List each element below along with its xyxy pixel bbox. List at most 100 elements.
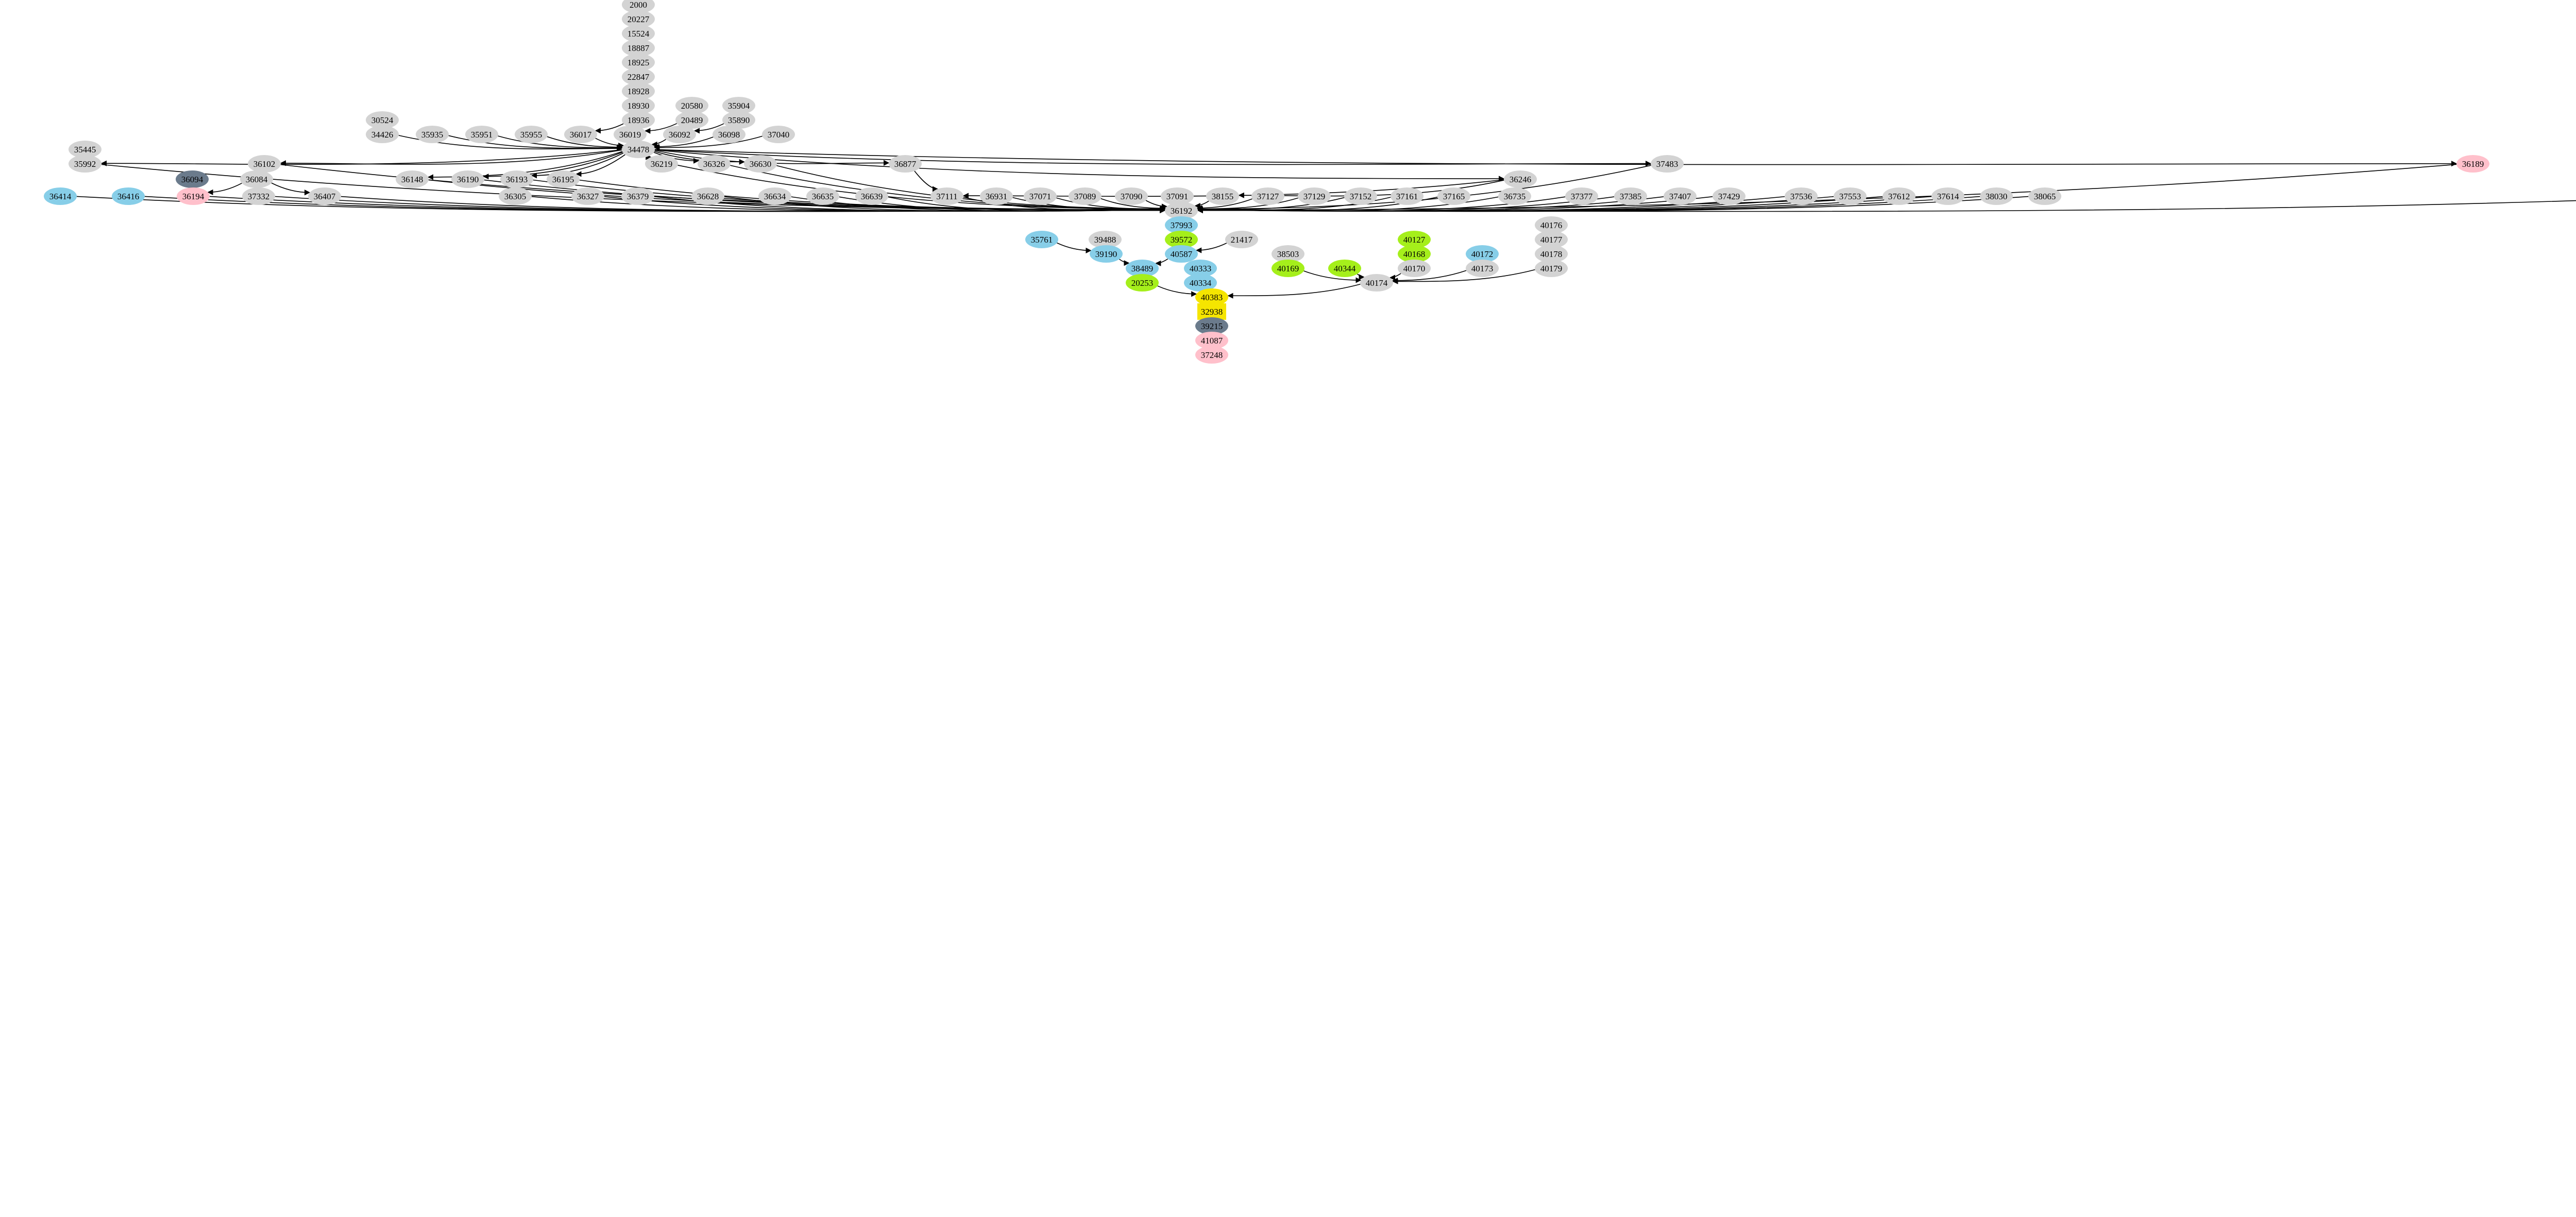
graph-node-37090[interactable]: 37090: [1115, 187, 1148, 205]
graph-node-label: 37040: [767, 129, 790, 140]
graph-node-34478[interactable]: 34478: [622, 141, 655, 158]
graph-node-40173[interactable]: 40173: [1466, 260, 1499, 277]
graph-node-36195[interactable]: 36195: [547, 170, 580, 188]
graph-node-36379[interactable]: 36379: [621, 187, 654, 205]
graph-node-36094[interactable]: 36094: [176, 170, 209, 188]
graph-node-label: 40177: [1540, 234, 1563, 245]
graph-node-37536[interactable]: 37536: [1785, 187, 1818, 205]
graph-node-35761[interactable]: 35761: [1025, 231, 1058, 248]
graph-node-36148[interactable]: 36148: [396, 170, 429, 188]
graph-node-label: 36630: [749, 159, 772, 169]
graph-node-37614[interactable]: 37614: [1931, 187, 1964, 205]
graph-node-36084[interactable]: 36084: [240, 170, 273, 188]
graph-node-36634[interactable]: 36634: [758, 187, 791, 205]
graph-node-label: 37407: [1669, 191, 1691, 201]
graph-node-35951[interactable]: 35951: [465, 126, 498, 143]
graph-node-39190[interactable]: 39190: [1090, 245, 1123, 263]
graph-node-37165[interactable]: 37165: [1437, 187, 1470, 205]
graph-node-36190[interactable]: 36190: [451, 170, 484, 188]
graph-node-36735[interactable]: 36735: [1498, 187, 1531, 205]
graph-node-37161[interactable]: 37161: [1391, 187, 1423, 205]
graph-node-label: 38030: [1985, 191, 2008, 201]
graph-node-label: 40587: [1170, 249, 1193, 259]
graph-node-label: 18930: [627, 100, 650, 111]
graph-node-36628[interactable]: 36628: [691, 187, 724, 205]
graph-node-37377[interactable]: 37377: [1565, 187, 1598, 205]
graph-node-36193[interactable]: 36193: [500, 170, 533, 188]
graph-node-36414[interactable]: 36414: [44, 187, 77, 205]
graph-node-label: 22847: [627, 72, 650, 82]
graph-edge-36092-to-34478: [651, 139, 667, 148]
graph-node-36102[interactable]: 36102: [248, 155, 281, 173]
graph-node-37040[interactable]: 37040: [762, 126, 795, 143]
graph-node-label: 38065: [2033, 191, 2056, 201]
graph-node-36189[interactable]: 36189: [2456, 155, 2489, 173]
graph-node-label: 35445: [74, 144, 96, 155]
graph-node-38155[interactable]: 38155: [1206, 187, 1239, 205]
graph-node-37385[interactable]: 37385: [1614, 187, 1647, 205]
graph-node-36639[interactable]: 36639: [855, 187, 888, 205]
graph-node-37111[interactable]: 37111: [930, 187, 963, 205]
graph-node-36630[interactable]: 36630: [744, 155, 777, 173]
graph-node-38030[interactable]: 38030: [1980, 187, 2013, 205]
graph-node-40179[interactable]: 40179: [1535, 260, 1568, 277]
graph-node-36194[interactable]: 36194: [177, 187, 210, 205]
graph-edge-36630-to-36192: [776, 165, 1166, 212]
graph-node-37089[interactable]: 37089: [1069, 187, 1101, 205]
graph-node-36305[interactable]: 36305: [499, 187, 532, 205]
graph-node-label: 18936: [627, 115, 650, 125]
graph-node-37127[interactable]: 37127: [1251, 187, 1284, 205]
graph-node-label: 39572: [1170, 234, 1193, 245]
graph-node-36246[interactable]: 36246: [1504, 170, 1537, 188]
graph-edge-36194-to-36192: [209, 196, 1166, 214]
graph-node-label: 36195: [552, 174, 574, 184]
graph-node-37071[interactable]: 37071: [1024, 187, 1057, 205]
graph-node-35935[interactable]: 35935: [416, 126, 449, 143]
graph-node-40170[interactable]: 40170: [1398, 260, 1431, 277]
graph-node-35955[interactable]: 35955: [515, 126, 548, 143]
graph-node-36407[interactable]: 36407: [308, 187, 341, 205]
graph-node-21417[interactable]: 21417: [1225, 231, 1258, 248]
graph-node-36416[interactable]: 36416: [112, 187, 145, 205]
graph-node-40169[interactable]: 40169: [1272, 260, 1304, 277]
graph-node-34426[interactable]: 34426: [366, 126, 399, 143]
graph-node-36326[interactable]: 36326: [698, 155, 731, 173]
graph-node-label: 37129: [1303, 191, 1326, 201]
graph-node-37129[interactable]: 37129: [1298, 187, 1331, 205]
graph-node-label: 32938: [1200, 306, 1223, 317]
graph-node-label: 36092: [668, 129, 691, 140]
graph-edge-34478-to-36189: [654, 149, 2458, 167]
graph-node-36092[interactable]: 36092: [663, 126, 696, 143]
graph-node-37483[interactable]: 37483: [1651, 155, 1684, 173]
graph-node-label: 37385: [1619, 191, 1642, 201]
graph-node-37612[interactable]: 37612: [1883, 187, 1916, 205]
graph-node-label: 36192: [1170, 205, 1193, 216]
graph-edge-34478-to-37483: [654, 149, 1652, 167]
graph-node-37248[interactable]: 37248: [1195, 346, 1228, 364]
graph-node-36219[interactable]: 36219: [645, 155, 678, 173]
graph-node-36327[interactable]: 36327: [571, 187, 604, 205]
graph-node-37553[interactable]: 37553: [1834, 187, 1867, 205]
graph-node-37152[interactable]: 37152: [1344, 187, 1377, 205]
graph-node-37429[interactable]: 37429: [1713, 187, 1745, 205]
graph-node-36877[interactable]: 36877: [889, 155, 922, 173]
graph-node-40344[interactable]: 40344: [1328, 260, 1361, 277]
graph-node-label: 38489: [1131, 263, 1154, 273]
graph-node-37407[interactable]: 37407: [1664, 187, 1697, 205]
graph-node-label: 20580: [681, 100, 703, 111]
graph-node-36931[interactable]: 36931: [980, 187, 1013, 205]
graph-node-36635[interactable]: 36635: [806, 187, 839, 205]
graph-node-36017[interactable]: 36017: [564, 126, 597, 143]
graph-node-20253[interactable]: 20253: [1126, 274, 1159, 292]
graph-node-40174[interactable]: 40174: [1360, 274, 1393, 292]
graph-edge-36634-to-36192: [791, 196, 1166, 213]
graph-node-label: 18928: [627, 86, 650, 96]
graph-node-35992[interactable]: 35992: [69, 155, 101, 173]
graph-node-label: 37248: [1200, 350, 1223, 360]
graph-node-36098[interactable]: 36098: [713, 126, 745, 143]
graph-node-37332[interactable]: 37332: [242, 187, 275, 205]
graph-node-38065[interactable]: 38065: [2028, 187, 2061, 205]
graph-node-label: 36931: [985, 191, 1008, 201]
graph-node-label: 36634: [764, 191, 786, 201]
graph-node-label: 35951: [470, 129, 493, 140]
